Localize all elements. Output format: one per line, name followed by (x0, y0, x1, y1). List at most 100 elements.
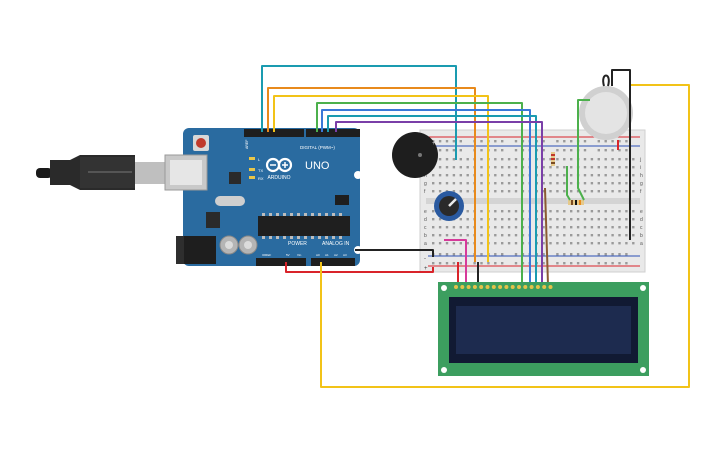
lcd-pin (504, 285, 509, 289)
rail-hole (514, 149, 518, 152)
arduino-logo-icon (265, 157, 293, 173)
piezo-buzzer: + (392, 132, 438, 178)
rail-hole (494, 253, 497, 256)
breadboard-hole (438, 234, 442, 237)
breadboard-hole (556, 210, 559, 213)
breadboard-hole (494, 234, 497, 237)
breadboard-hole (501, 218, 504, 221)
breadboard-hole (507, 174, 511, 177)
breadboard-hole (583, 242, 587, 245)
breadboard-hole (625, 174, 628, 177)
breadboard-hole (438, 226, 442, 229)
crystal-oscillator (215, 196, 245, 206)
breadboard-hole (432, 242, 435, 245)
breadboard-hole (597, 242, 600, 245)
rail-hole (452, 149, 456, 152)
breadboard-hole (501, 166, 504, 169)
breadboard-hole (438, 190, 442, 193)
breadboard-hole (494, 182, 497, 185)
breadboard-hole (618, 234, 621, 237)
row-letter: c (424, 225, 427, 231)
breadboard-hole (514, 158, 518, 161)
rail-hole (563, 149, 566, 152)
breadboard-hole (549, 190, 552, 193)
breadboard-hole (542, 234, 545, 237)
breadboard-hole (583, 158, 587, 161)
breadboard-hole (480, 158, 483, 161)
potentiometer[interactable] (434, 191, 464, 221)
breadboard-hole (507, 242, 511, 245)
rail-hole (611, 262, 614, 265)
rail-hole (480, 262, 483, 265)
breadboard-hole (556, 234, 559, 237)
breadboard-hole (597, 158, 600, 161)
rail-hole (480, 149, 483, 152)
breadboard-hole (452, 166, 456, 169)
rail-hole (514, 262, 518, 265)
breadboard-hole (445, 158, 449, 161)
breadboard-hole (570, 218, 573, 221)
breadboard-hole (632, 190, 635, 193)
breadboard-hole (570, 190, 573, 193)
rail-hole (618, 140, 621, 143)
rail-hole (494, 149, 497, 152)
breadboard-hole (618, 226, 621, 229)
lcd-pin (454, 285, 458, 289)
rail-hole (611, 149, 614, 152)
breadboard-hole (597, 218, 600, 221)
breadboard-hole (459, 234, 462, 237)
breadboard-hole (563, 190, 566, 193)
rail-hole (487, 262, 490, 265)
breadboard-hole (514, 218, 518, 221)
rail-hole (583, 140, 587, 143)
breadboard-hole (480, 174, 483, 177)
rail-hole (445, 253, 449, 256)
breadboard-hole (445, 226, 449, 229)
breadboard-hole (507, 234, 511, 237)
breadboard-hole (549, 242, 552, 245)
breadboard-hole (556, 174, 559, 177)
resistor (551, 152, 555, 166)
breadboard-hole (570, 242, 573, 245)
wire-purple (335, 121, 543, 285)
breadboard-hole (604, 210, 607, 213)
rail-hole (494, 140, 497, 143)
breadboard-hole (590, 242, 594, 245)
breadboard-hole (597, 166, 600, 169)
rail-hole (438, 140, 442, 143)
breadboard-hole (459, 182, 462, 185)
rail-hole (563, 253, 566, 256)
rail-hole (563, 262, 566, 265)
breadboard-hole (501, 234, 504, 237)
rail-minus-label: - (424, 256, 426, 262)
breadboard-hole (625, 218, 628, 221)
rail-hole (459, 149, 462, 152)
breadboard-hole (542, 210, 545, 213)
rail-hole (597, 253, 600, 256)
rail-hole (576, 253, 580, 256)
rail-plus-label: + (424, 266, 428, 272)
breadboard-hole (625, 242, 628, 245)
breadboard-hole (438, 158, 442, 161)
rail-hole (563, 140, 566, 143)
breadboard-hole (466, 182, 469, 185)
row-letter: g (640, 181, 643, 187)
breadboard-hole (549, 234, 552, 237)
breadboard-hole (432, 218, 435, 221)
breadboard-hole (542, 174, 545, 177)
breadboard-hole (618, 174, 621, 177)
a3-label: A3 (343, 253, 347, 257)
breadboard-hole (590, 182, 594, 185)
a0-label: A0 (316, 253, 320, 257)
breadboard-hole (466, 234, 469, 237)
wire-black-sensor (611, 69, 631, 240)
rail-hole (514, 140, 518, 143)
breadboard-hole (514, 242, 518, 245)
breadboard-hole (507, 226, 511, 229)
rail-hole (604, 262, 607, 265)
breadboard-hole (576, 210, 580, 213)
breadboard-hole (494, 158, 497, 161)
a2-label: A2 (334, 253, 338, 257)
breadboard-hole (466, 190, 469, 193)
breadboard-hole (583, 210, 587, 213)
